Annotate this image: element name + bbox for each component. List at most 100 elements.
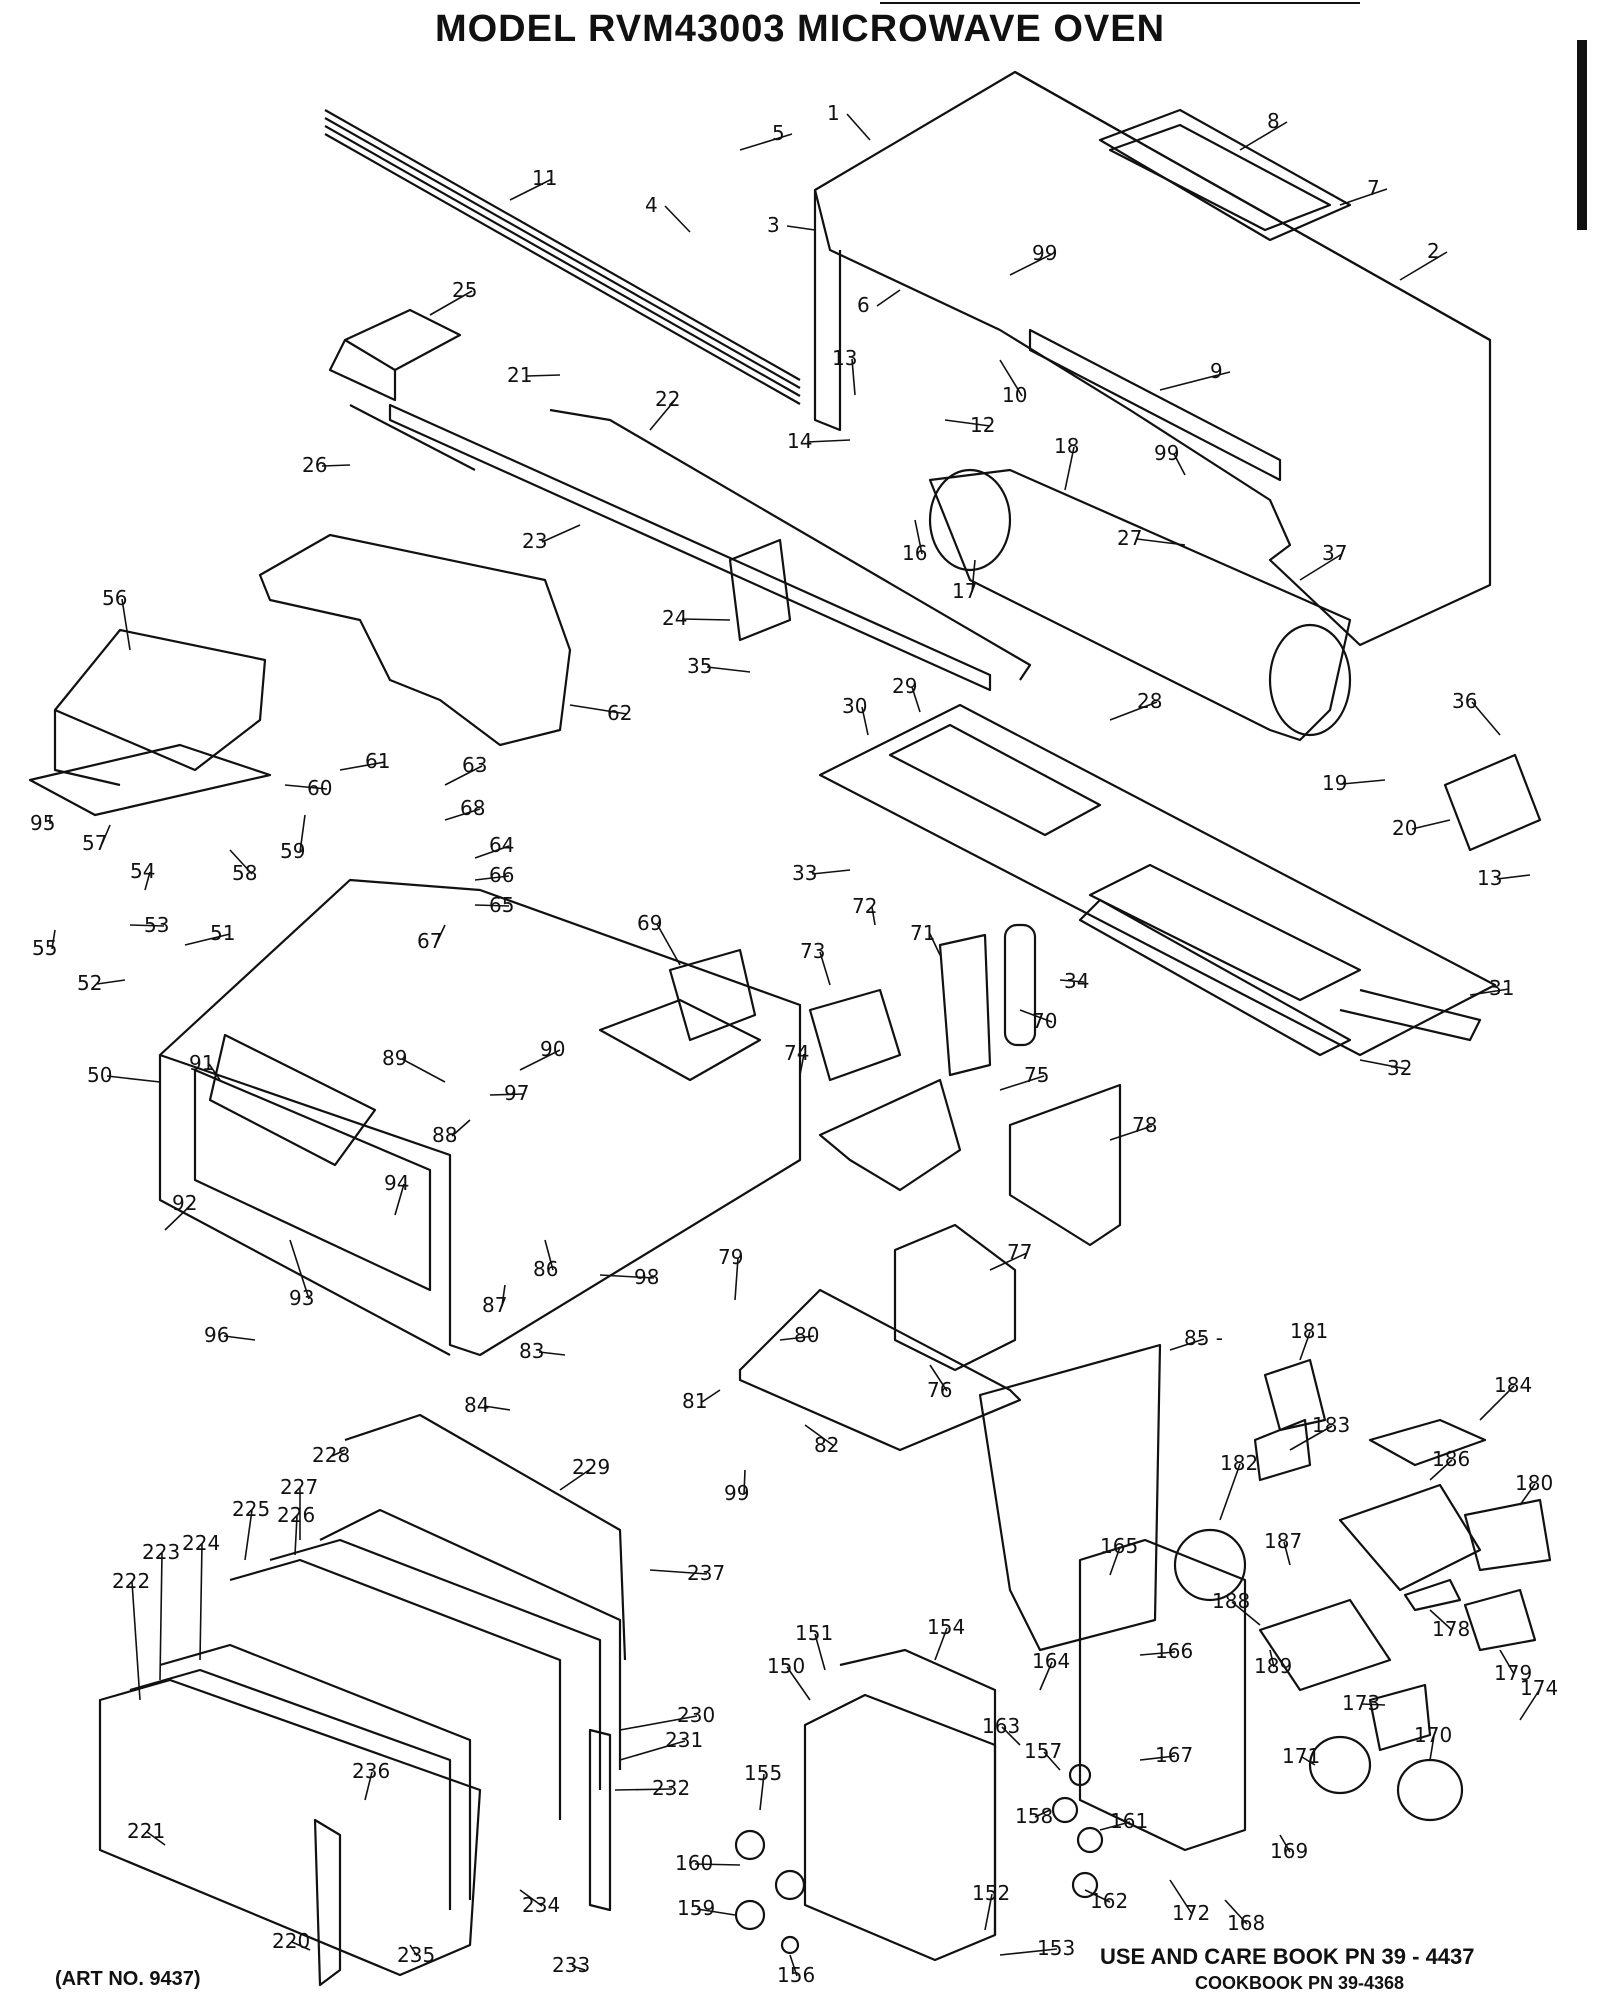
callout-2: 2 — [1427, 239, 1440, 263]
callout-50: 50 — [87, 1063, 112, 1087]
callout-154: 154 — [927, 1615, 965, 1639]
leader-line-59 — [299, 814, 306, 853]
callout-188: 188 — [1212, 1589, 1250, 1613]
callout-159: 159 — [677, 1896, 715, 1920]
filter-window-2 — [1088, 863, 1362, 1002]
callout-14: 14 — [787, 429, 812, 453]
callout-75: 75 — [1024, 1063, 1049, 1087]
leader-line-37 — [1299, 553, 1343, 581]
trim-strip — [324, 109, 801, 405]
callout-25: 25 — [452, 278, 477, 302]
leader-line-1 — [846, 113, 871, 141]
bracket-71 — [938, 933, 992, 1077]
leader-line-165 — [1109, 1546, 1121, 1576]
callout-151: 151 — [795, 1621, 833, 1645]
callout-52: 52 — [77, 971, 102, 995]
leader-line-61 — [339, 761, 386, 771]
knob-162 — [1071, 1871, 1099, 1899]
leader-line-57 — [101, 824, 111, 845]
leader-line-237 — [649, 1569, 708, 1575]
callout-234: 234 — [522, 1893, 560, 1917]
switch-180 — [1463, 1498, 1552, 1572]
leader-line-91 — [208, 1063, 221, 1081]
callout-83: 83 — [519, 1339, 544, 1363]
leader-line-222 — [131, 1581, 141, 1701]
leader-line-234 — [519, 1889, 543, 1907]
callout-172: 172 — [1172, 1901, 1210, 1925]
leader-line-51 — [184, 933, 231, 946]
knob-161 — [1076, 1826, 1104, 1854]
callout-76: 76 — [927, 1378, 952, 1402]
leader-line-172 — [1169, 1879, 1193, 1915]
leader-line-52 — [96, 979, 126, 985]
callout-69: 69 — [637, 911, 662, 935]
leader-line-170 — [1429, 1735, 1435, 1761]
callout-80: 80 — [794, 1323, 819, 1347]
callout-65: 65 — [489, 893, 514, 917]
rails — [388, 403, 1032, 692]
callout-31: 31 — [1489, 976, 1514, 1000]
callout-94: 94 — [384, 1171, 409, 1195]
rod-26 — [349, 404, 476, 471]
leader-line-220 — [291, 1941, 311, 1951]
filter-panel-33 — [818, 703, 1497, 1057]
callout-20: 20 — [1392, 816, 1417, 840]
callout-158: 158 — [1015, 1804, 1053, 1828]
leader-line-29 — [911, 686, 921, 713]
leader-line-89 — [401, 1058, 446, 1083]
knob-156 — [780, 1935, 800, 1955]
leader-line-16 — [914, 519, 923, 555]
leader-line-98 — [599, 1274, 655, 1279]
callout-77: 77 — [1007, 1240, 1032, 1264]
callout-35: 35 — [687, 654, 712, 678]
leader-lines — [49, 113, 1541, 1977]
leader-line-78 — [1109, 1125, 1153, 1141]
leader-line-58 — [229, 849, 253, 875]
cookbook-note: COOKBOOK PN 39-4368 — [1195, 1973, 1405, 1993]
switch-173 — [1368, 1683, 1432, 1752]
leader-line-179 — [1499, 1649, 1515, 1675]
leader-line-33 — [811, 869, 851, 875]
door-handle-220 — [313, 1818, 342, 1987]
leader-line-223 — [159, 1552, 163, 1681]
callout-182: 182 — [1220, 1451, 1258, 1475]
callout-228: 228 — [312, 1443, 350, 1467]
leader-line-166 — [1139, 1651, 1176, 1656]
leader-line-96 — [223, 1335, 256, 1341]
callout-95: 95 — [30, 811, 55, 835]
callout-220: 220 — [272, 1929, 310, 1953]
leader-line-99b — [1173, 453, 1186, 476]
callout-167: 167 — [1155, 1743, 1193, 1767]
callout-150: 150 — [767, 1654, 805, 1678]
callout-187: 187 — [1264, 1529, 1302, 1553]
leader-line-17 — [971, 559, 976, 593]
callout-57: 57 — [82, 831, 107, 855]
part-183 — [1253, 1418, 1312, 1482]
leader-line-8 — [1239, 121, 1288, 151]
callout-72: 72 — [852, 894, 877, 918]
callout-179: 179 — [1494, 1661, 1532, 1685]
leader-line-18 — [1064, 446, 1075, 491]
callout-92: 92 — [172, 1191, 197, 1215]
leader-line-226 — [294, 1515, 298, 1556]
callout-178: 178 — [1432, 1617, 1470, 1641]
part-outlines — [28, 70, 1552, 1987]
part-178 — [1403, 1578, 1462, 1612]
leader-line-68 — [444, 808, 481, 821]
callout-171: 171 — [1282, 1744, 1320, 1768]
plate-57 — [28, 743, 272, 817]
callout-10: 10 — [1002, 383, 1027, 407]
leader-line-164 — [1039, 1661, 1053, 1691]
panel-frame-154 — [839, 1648, 997, 1935]
leader-line-99c — [743, 1469, 746, 1495]
leader-line-10 — [999, 359, 1023, 397]
leader-line-90 — [519, 1049, 561, 1071]
leader-line-76 — [929, 1364, 948, 1392]
knob-157 — [1068, 1763, 1092, 1787]
leader-line-229 — [559, 1467, 593, 1491]
base-plate-76 — [738, 1288, 1022, 1452]
leader-line-55 — [51, 929, 56, 950]
leader-line-187 — [1283, 1541, 1291, 1566]
callout-5: 5 — [772, 121, 785, 145]
